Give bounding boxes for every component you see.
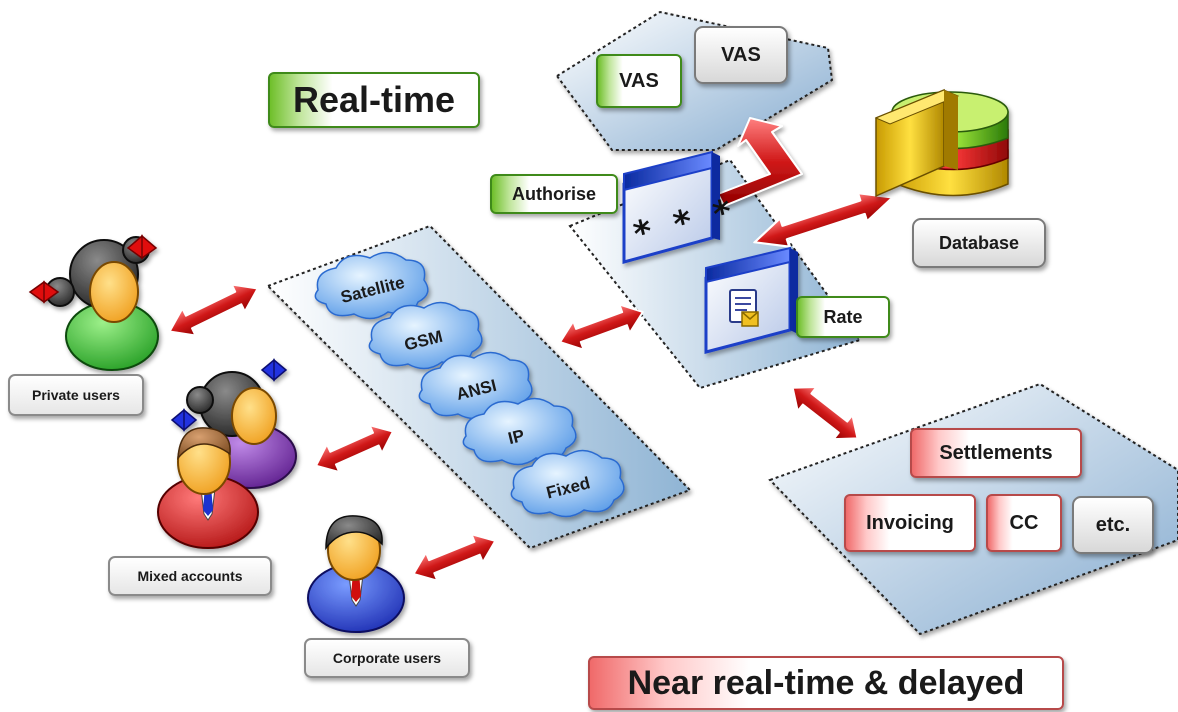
arrow-corporate-network [407, 526, 502, 589]
corporate-user-icon [307, 515, 405, 633]
etc-button: etc. [1072, 496, 1154, 554]
database-label: Database [912, 218, 1046, 268]
vas-button-1: VAS [596, 54, 682, 108]
near-realtime-heading: Near real-time & delayed [588, 656, 1064, 710]
mixed-accounts-icon [157, 358, 297, 549]
authorise-window-icon [622, 150, 720, 264]
arrow-private-network [162, 274, 266, 346]
arrow-realtime-offline [782, 375, 868, 452]
rate-window-icon [704, 246, 798, 354]
arrow-mixed-network [309, 416, 400, 481]
cloud-fixed [510, 449, 625, 518]
network-ip-label: IP [506, 426, 526, 448]
private-users-label: Private users [8, 374, 144, 416]
database-icon [874, 88, 1009, 198]
cc-button: CC [986, 494, 1062, 552]
authorise-label: Authorise [490, 174, 618, 214]
settlements-button: Settlements [910, 428, 1082, 478]
cloud-satellite [314, 251, 429, 320]
corporate-users-label: Corporate users [304, 638, 470, 678]
document-icon [729, 289, 759, 327]
arrow-realtime-vas [717, 117, 803, 207]
cloud-ip [462, 397, 577, 466]
mixed-accounts-label: Mixed accounts [108, 556, 272, 596]
rate-label: Rate [796, 296, 890, 338]
cloud-gsm [368, 301, 483, 370]
invoicing-button: Invoicing [844, 494, 976, 552]
private-user-icon [28, 234, 159, 371]
realtime-heading: Real-time [268, 72, 480, 128]
vas-button-2: VAS [694, 26, 788, 84]
